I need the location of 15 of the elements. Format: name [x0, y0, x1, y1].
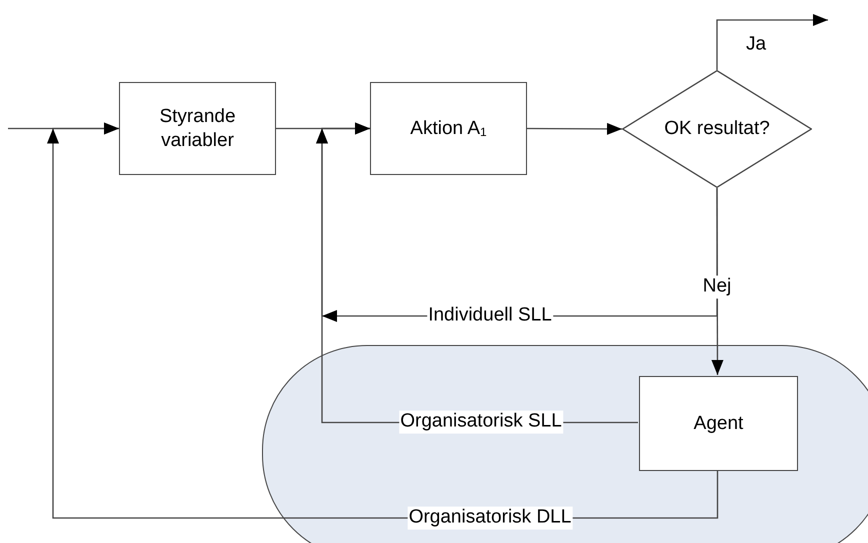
rounded-band	[262, 345, 868, 543]
process-box	[370, 82, 527, 175]
process-box	[119, 82, 276, 175]
arrow	[716, 14, 828, 70]
node-text: Aktion A$_{1}$	[410, 116, 487, 140]
decision-diamond	[622, 70, 812, 188]
edge-label: Organisatorisk DLL	[408, 506, 572, 530]
edge-label: Organisatorisk SLL	[399, 410, 563, 434]
node-text: Styrande variabler	[158, 104, 237, 152]
node-text: Agent	[694, 412, 744, 436]
arrow	[527, 122, 622, 135]
process-box	[639, 376, 798, 471]
edge-label: Ja	[744, 34, 768, 56]
edge-label: Nej	[702, 276, 732, 298]
node-text: OK resultat?	[664, 117, 770, 141]
